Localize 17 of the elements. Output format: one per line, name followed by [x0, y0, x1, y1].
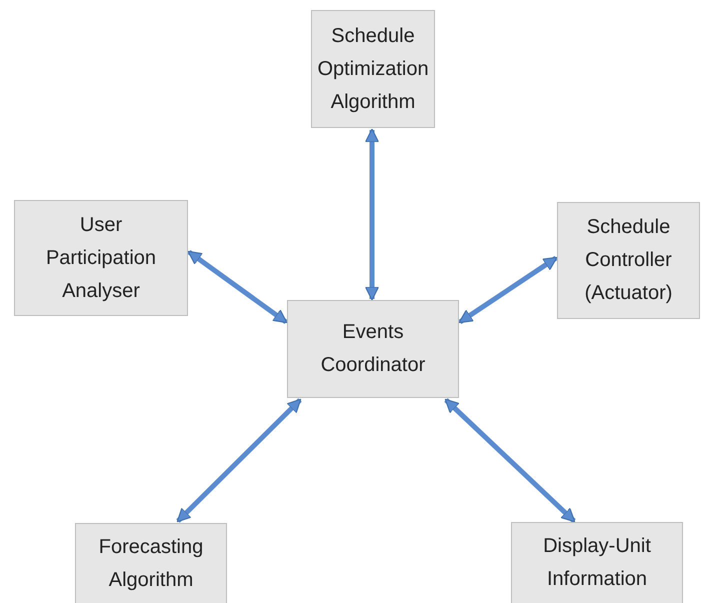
- process-box: [75, 523, 227, 603]
- process-box: [557, 202, 700, 319]
- process-box: [311, 10, 435, 128]
- process-box: [511, 522, 683, 603]
- process-box: [14, 200, 188, 316]
- double-arrow: [458, 256, 558, 324]
- double-arrow: [364, 128, 380, 301]
- double-arrow: [444, 398, 576, 523]
- double-arrow: [188, 250, 288, 324]
- box-label: Forecasting Algorithm: [98, 535, 204, 593]
- double-arrow: [176, 398, 302, 523]
- box-label: Events Coordinator: [320, 320, 426, 378]
- box-label: User Participation Analyser: [44, 212, 158, 304]
- process-box: [287, 300, 459, 398]
- box-label: Schedule Controller (Actuator): [584, 215, 674, 306]
- box-label: Schedule Optimization Algorithm: [317, 24, 429, 114]
- box-label: Display-Unit Information: [542, 534, 652, 592]
